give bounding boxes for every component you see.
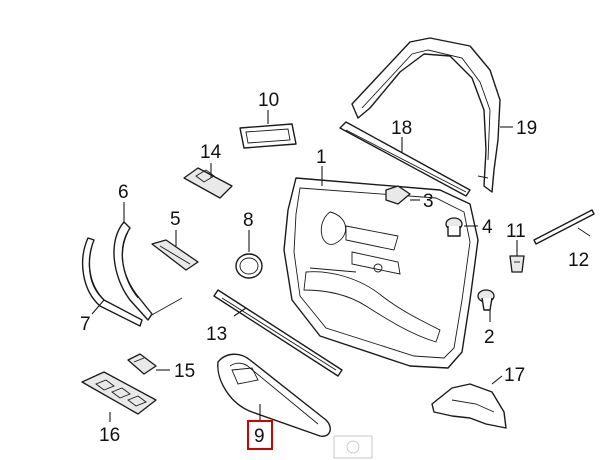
part-15-switch (127, 353, 157, 375)
leader-13 (233, 307, 247, 317)
callout-18: 18 (391, 118, 412, 139)
part-4-grommet (445, 217, 463, 237)
callout-3: 3 (423, 191, 434, 212)
callout-11: 11 (506, 221, 526, 242)
callout-2: 2 (484, 327, 495, 348)
callout-4: 4 (482, 217, 493, 238)
callout-14: 14 (200, 142, 222, 163)
part-14-switch (183, 167, 233, 199)
leader-17 (491, 375, 503, 385)
callout-1: 1 (316, 147, 327, 168)
part-8-speaker-ring (235, 253, 263, 279)
logo-watermark (333, 435, 373, 459)
callout-9-highlight-box (247, 420, 273, 450)
part-13-lower-strip (213, 289, 343, 377)
callout-5: 5 (170, 209, 181, 230)
part-2-push-pin (477, 289, 495, 311)
callout-15: 15 (174, 361, 195, 382)
callout-7: 7 (80, 314, 91, 335)
part-16-switch-block (81, 371, 157, 415)
callout-6: 6 (118, 182, 129, 203)
part-7-trim-strip (81, 237, 143, 327)
part-6-trim-strip (113, 221, 183, 321)
callout-16: 16 (99, 425, 120, 446)
part-11-clip (509, 255, 525, 273)
part-10-handle-insert (239, 123, 297, 149)
callout-10: 10 (258, 90, 279, 111)
callout-12: 12 (568, 250, 589, 271)
part-1-door-trim-panel (283, 177, 479, 369)
leader-7 (91, 299, 105, 315)
part-19-frame-seal (351, 37, 501, 193)
part-12-rod (533, 209, 595, 245)
callout-17: 17 (504, 365, 525, 386)
callout-13: 13 (206, 324, 227, 345)
part-18-window-strip (339, 121, 471, 197)
part-9-armrest (217, 353, 331, 437)
callout-9: 9 (254, 426, 265, 447)
callout-19: 19 (516, 118, 537, 139)
part-17-bracket (431, 383, 507, 429)
part-5-pull-handle (151, 239, 199, 271)
callout-8: 8 (243, 210, 254, 231)
part-3-clip (385, 185, 411, 205)
